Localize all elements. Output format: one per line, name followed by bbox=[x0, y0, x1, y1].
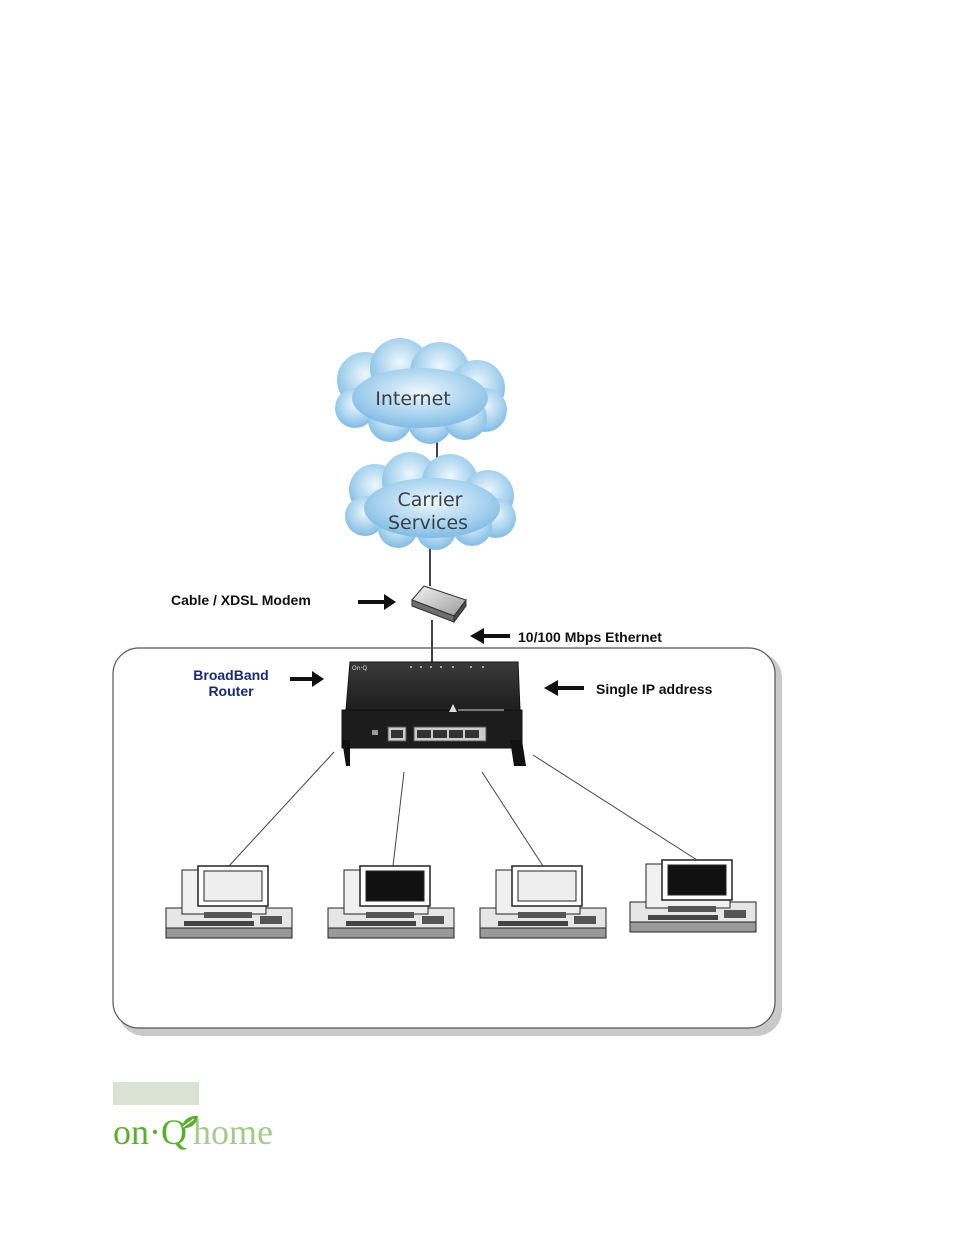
ethernet-label: 10/100 Mbps Ethernet bbox=[518, 629, 662, 645]
ethernet-arrow bbox=[470, 628, 510, 644]
internet-label: Internet bbox=[375, 388, 450, 410]
internet-cloud: Internet bbox=[335, 338, 507, 444]
svg-text:On·Q: On·Q bbox=[352, 665, 367, 672]
modem-arrow bbox=[358, 594, 396, 610]
leaf-icon bbox=[180, 1114, 200, 1132]
router-label-line1: BroadBand bbox=[193, 667, 268, 683]
single-ip-label: Single IP address bbox=[596, 681, 713, 697]
router-label-line2: Router bbox=[208, 683, 254, 699]
carrier-label-line1: Carrier bbox=[398, 489, 463, 511]
logo-onq-text: on·Q bbox=[113, 1112, 187, 1152]
footer-bar bbox=[113, 1082, 199, 1105]
carrier-label-line2: Services bbox=[388, 512, 468, 534]
modem-label: Cable / XDSL Modem bbox=[171, 592, 311, 608]
carrier-cloud: Carrier Services bbox=[345, 452, 516, 550]
modem-icon bbox=[412, 586, 466, 622]
logo-home-text: home bbox=[193, 1112, 273, 1152]
